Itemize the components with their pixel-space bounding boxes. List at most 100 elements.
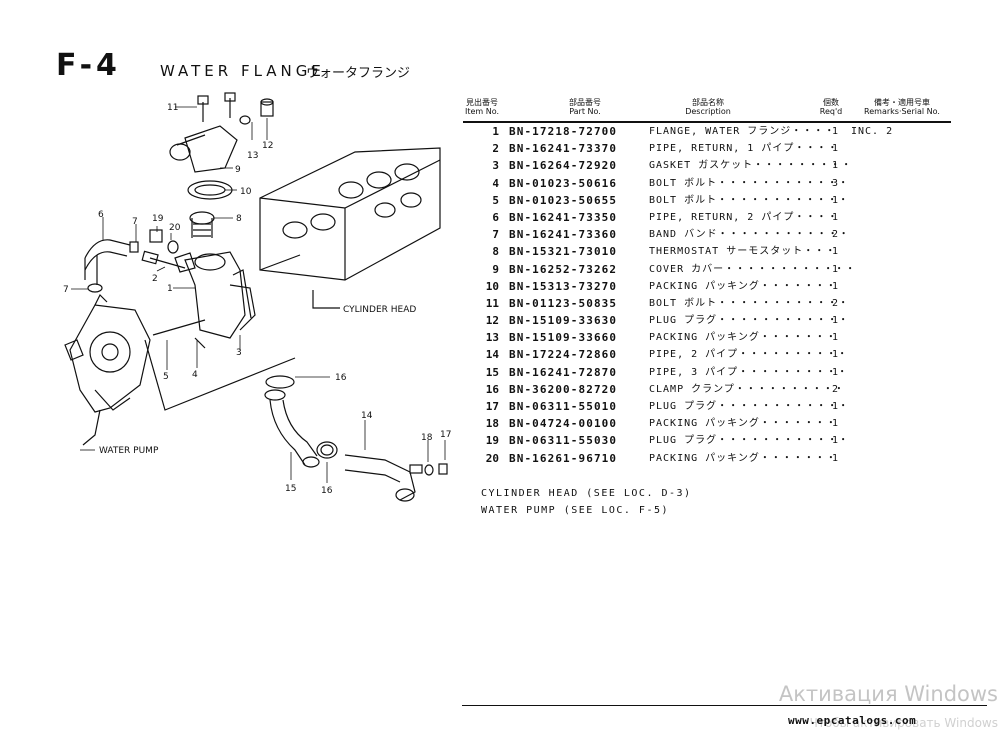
quantity: 1 <box>832 126 839 137</box>
activation-watermark: Активация Windows <box>778 682 998 706</box>
part-number: BN-15321-73010 <box>509 245 618 259</box>
item-number: 15 <box>485 365 499 379</box>
item-number: 9 <box>492 262 499 276</box>
callout-20: 20 <box>169 223 181 233</box>
part-number: BN-16241-73350 <box>509 210 618 224</box>
item-number: 8 <box>492 245 499 259</box>
part-description: PACKING パッキング・・・・・・・ <box>649 332 837 344</box>
quantity: 2 <box>832 297 839 309</box>
quantity: 1 <box>832 315 839 327</box>
part-number: BN-16264-72920 <box>509 159 618 173</box>
part-description: COVER カバー・・・・・・・・・・・・ <box>649 263 857 275</box>
part-number: BN-16241-72870 <box>509 365 618 379</box>
part-number: BN-16261-96710 <box>509 451 618 465</box>
lower-pipes-drawing <box>264 375 448 502</box>
quantity: 1 <box>832 194 839 206</box>
header-remarks: 備考・適用号車 Remarks·Serial No. <box>864 98 940 116</box>
quantity: 1 <box>832 366 839 378</box>
quantity: 1 <box>832 349 839 361</box>
part-number: BN-15109-33660 <box>509 331 618 345</box>
quantity: 3 <box>832 177 839 189</box>
activation-watermark-sub: Чтобы активировать Windows <box>809 716 998 730</box>
callout-19: 19 <box>152 214 164 224</box>
quantity: 1 <box>832 401 839 412</box>
quantity: 1 <box>832 246 839 258</box>
callout-17: 17 <box>440 430 451 440</box>
callout-11: 11 <box>167 103 178 113</box>
callout-1: 1 <box>167 284 173 294</box>
note-cylinder-head: CYLINDER HEAD (SEE LOC. D-3) <box>481 488 692 499</box>
part-description: PLUG プラグ・・・・・・・・・・・・ <box>649 401 850 412</box>
cylinder-head-label: CYLINDER HEAD <box>343 305 416 315</box>
part-description: FLANGE, WATER フランジ・・・・ <box>649 126 836 137</box>
quantity: 2 <box>832 383 839 395</box>
item-number: 4 <box>492 176 499 190</box>
table-row: 17 BN-06311-55010 PLUG プラグ・・・・・・・・・・・・1 <box>463 398 951 415</box>
part-description: PIPE, RETURN, 2 パイプ・・・・ <box>649 211 839 223</box>
part-number: BN-17224-72860 <box>509 348 618 362</box>
item-number: 11 <box>485 296 499 310</box>
part-number: BN-16241-73370 <box>509 142 618 156</box>
item-number: 14 <box>485 348 499 362</box>
exploded-diagram: 11 12 13 9 10 8 6 7 19 20 2 1 7 3 5 4 16… <box>63 92 451 502</box>
parts-table: 見出番号 Item No. 部品番号 Part No. 部品名称 Descrip… <box>463 95 951 467</box>
part-description: PLUG プラグ・・・・・・・・・・・・ <box>649 315 850 327</box>
quantity: 1 <box>832 211 839 223</box>
part-number: BN-01023-50616 <box>509 176 618 190</box>
quantity: 1 <box>832 143 839 155</box>
part-number: BN-06311-55030 <box>509 434 618 448</box>
callout-18: 18 <box>421 433 433 443</box>
item-number: 20 <box>485 451 499 465</box>
item-number: 7 <box>492 228 499 242</box>
bottom-divider <box>462 705 987 706</box>
callout-12: 12 <box>262 141 273 151</box>
part-description: GASKET ガスケット・・・・・・・・・ <box>649 160 853 172</box>
quantity: 2 <box>832 229 839 241</box>
cover-assembly-drawing <box>169 92 274 238</box>
part-number: BN-16252-73262 <box>509 262 618 276</box>
quantity: 1 <box>832 280 839 292</box>
part-number: BN-04724-00100 <box>509 417 618 431</box>
callout-7a: 7 <box>132 217 138 227</box>
part-description: PACKING パッキング・・・・・・・ <box>649 418 837 430</box>
section-title: WATER FLANGE <box>160 62 325 80</box>
quantity: 1 <box>832 263 839 275</box>
note-water-pump: WATER PUMP (SEE LOC. F-5) <box>481 505 670 516</box>
water-pump-drawing <box>64 254 301 446</box>
part-number: BN-15109-33630 <box>509 314 618 328</box>
header-item: 見出番号 Item No. <box>464 98 500 116</box>
item-number: 17 <box>485 400 499 413</box>
callout-10: 10 <box>240 187 252 197</box>
header-part: 部品番号 Part No. <box>569 98 601 116</box>
item-number: 3 <box>492 159 499 173</box>
item-number: 1 <box>492 125 499 138</box>
part-number: BN-06311-55010 <box>509 400 618 413</box>
header-description: 部品名称 Description <box>685 98 731 116</box>
callout-5: 5 <box>163 372 169 382</box>
part-description: PACKING パッキング・・・・・・・ <box>649 280 837 292</box>
callout-2: 2 <box>152 274 158 284</box>
callout-9: 9 <box>235 165 241 175</box>
item-number: 5 <box>492 193 499 207</box>
part-description: PIPE, 2 パイプ・・・・・・・・・・ <box>649 349 849 361</box>
part-description: BOLT ボルト・・・・・・・・・・・・ <box>649 194 850 206</box>
part-number: BN-36200-82720 <box>509 382 618 396</box>
item-number: 16 <box>485 382 499 396</box>
section-title-jp: ウォータフランジ <box>306 66 411 81</box>
part-number: BN-17218-72700 <box>509 125 618 138</box>
callout-3: 3 <box>236 348 242 358</box>
